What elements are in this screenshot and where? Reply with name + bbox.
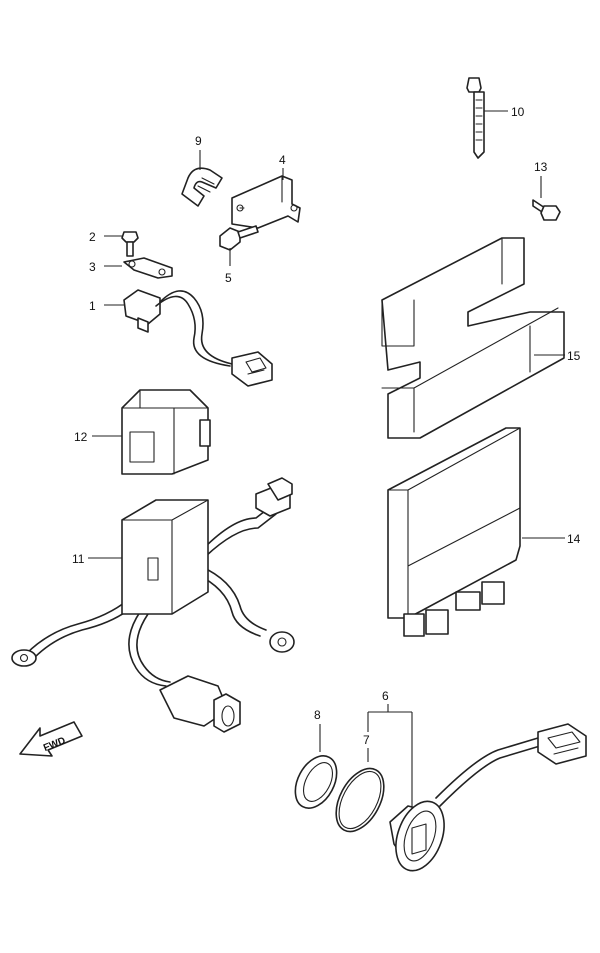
label-9: 9 [195,134,202,148]
part-14-ecu [387,427,521,637]
label-12: 12 [74,430,88,444]
part-15-cover [381,237,565,439]
label-2: 2 [89,230,96,244]
part-3-plate [123,257,173,279]
part-8-nut [294,755,338,809]
part-2-screw [121,231,139,257]
label-10: 10 [511,105,525,119]
part-10-cable-tie [466,77,485,159]
part-9-clamp [181,167,223,207]
label-4: 4 [279,153,286,167]
label-5: 5 [225,271,232,285]
part-4-bracket [231,175,301,229]
part-11-rectifier [11,477,295,733]
label-15: 15 [567,349,581,363]
label-6: 6 [382,689,389,703]
part-6-socket [389,723,587,872]
part-5-screw [219,225,259,251]
label-1: 1 [89,299,96,313]
fwd-arrow-icon: FWD [19,721,83,757]
part-13-bolt [532,199,561,221]
part-7-oring [335,767,385,833]
label-3: 3 [89,260,96,274]
part-12-relay [121,389,211,475]
label-14: 14 [567,532,581,546]
label-7: 7 [363,733,370,747]
part-1-sensor [123,289,273,387]
label-11: 11 [72,552,85,566]
label-8: 8 [314,708,321,722]
label-13: 13 [534,160,548,174]
